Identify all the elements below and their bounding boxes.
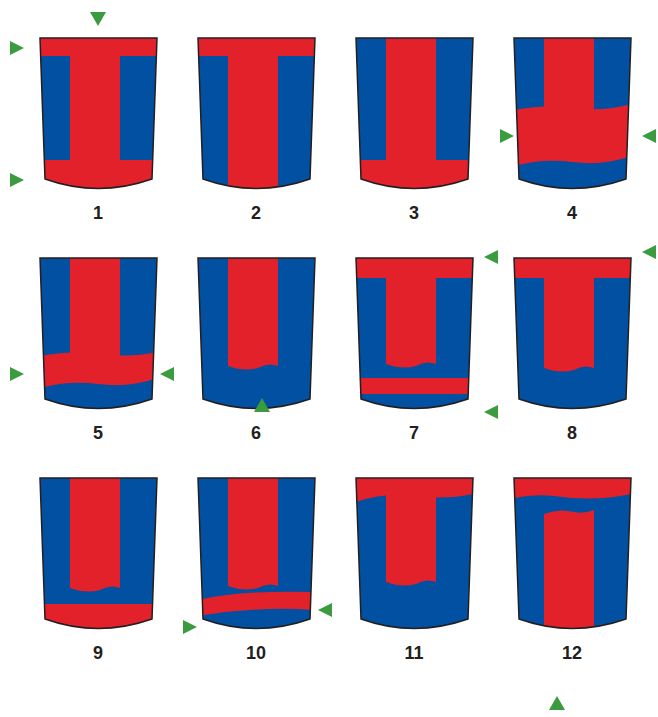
pocket-pattern	[514, 258, 631, 428]
pocket-pattern	[198, 258, 315, 428]
figure-number: 10	[226, 642, 286, 664]
figure-number: 6	[226, 422, 286, 444]
pocket-pattern	[356, 258, 473, 428]
pocket-pattern	[514, 478, 631, 648]
figure-number: 12	[542, 642, 602, 664]
pocket-pattern	[40, 258, 157, 428]
figure-number: 7	[384, 422, 444, 444]
marker-triangles	[10, 12, 656, 710]
figure-number: 9	[68, 642, 128, 664]
pocket-pattern	[356, 478, 473, 648]
figure-number: 8	[542, 422, 602, 444]
figure-number: 1	[68, 202, 128, 224]
figure-number: 3	[384, 202, 444, 224]
pocket-pattern	[40, 478, 157, 648]
figure-number: 4	[542, 202, 602, 224]
pocket-pattern	[198, 38, 315, 208]
figure-number: 5	[68, 422, 128, 444]
figure-number: 2	[226, 202, 286, 224]
pocket-pattern	[40, 38, 157, 208]
pocket-pattern	[514, 38, 631, 208]
pocket-pattern	[356, 38, 473, 208]
figure-number: 11	[384, 642, 444, 664]
pocket-pattern	[198, 478, 315, 648]
